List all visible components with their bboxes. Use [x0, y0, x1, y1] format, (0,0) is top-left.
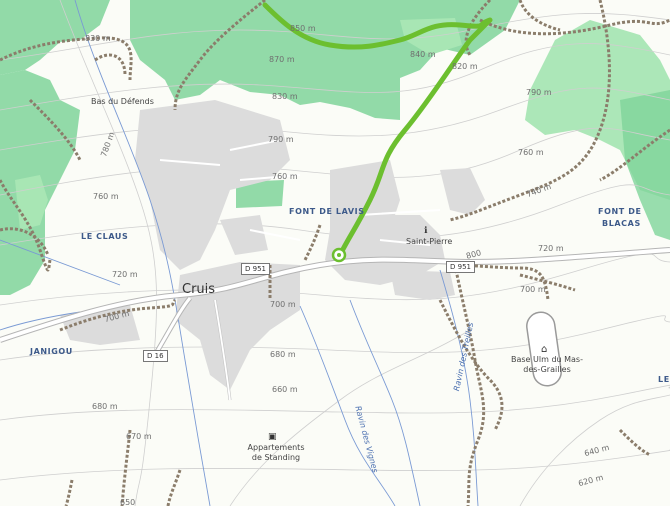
road-ref-badge[interactable]: D 951	[446, 261, 475, 273]
poi-label-line: Base Ulm du Mas-	[511, 355, 583, 364]
contour-label: 870 m	[269, 55, 295, 64]
locality-label[interactable]: FONT DE	[598, 207, 642, 216]
contour-label: 680 m	[92, 402, 118, 411]
poi-label-line: de Standing	[251, 453, 301, 462]
forest-patch-center	[236, 180, 284, 208]
bed-icon[interactable]: ▣	[268, 432, 277, 442]
poi-label[interactable]: Bas du Défends	[91, 97, 154, 106]
contour-label: 760 m	[272, 172, 298, 181]
locality-label[interactable]: FONT DE LAVIS	[289, 207, 365, 216]
poi-label[interactable]: Appartements de Standing	[243, 443, 309, 463]
contour-label: 790 m	[268, 135, 294, 144]
contour-label: 760 m	[518, 148, 544, 157]
contour-label: 650	[120, 498, 136, 506]
contour-label: 680 m	[270, 350, 296, 359]
contour-label: 830 m	[85, 34, 111, 43]
contour-label: 660 m	[272, 385, 298, 394]
airfield-strip	[526, 311, 562, 387]
poi-label-line: des-Grailles	[523, 365, 571, 374]
contour-label: 840 m	[410, 50, 436, 59]
locality-label[interactable]: BLACAS	[602, 219, 641, 228]
info-icon[interactable]: ℹ	[424, 226, 428, 236]
contour-label: 830 m	[272, 92, 298, 101]
forest-west-inner	[15, 175, 48, 230]
streams	[0, 0, 479, 506]
contour-label: 760 m	[93, 192, 119, 201]
airfield-icon[interactable]: ⌂	[541, 344, 548, 355]
road-ref-badge[interactable]: D 16	[143, 350, 168, 362]
route-line	[262, 2, 493, 258]
forest-north	[130, 0, 520, 120]
road-ref-badge[interactable]: D 951	[241, 263, 270, 275]
poi-label[interactable]: Saint-Pierre	[406, 237, 453, 246]
locality-label[interactable]: LE CLAUS	[81, 232, 129, 241]
contour-label: 720 m	[538, 244, 564, 253]
contour-label: 820 m	[452, 62, 478, 71]
locality-label[interactable]: JANIGOU	[30, 347, 73, 356]
contour-label: 670 m	[126, 432, 152, 441]
locality-label[interactable]: LE	[658, 375, 670, 384]
poi-label[interactable]: Base Ulm du Mas- des-Grailles	[508, 355, 586, 375]
poi-label-line: Appartements	[247, 443, 305, 452]
contour-label: 790 m	[526, 88, 552, 97]
roads	[0, 139, 670, 401]
contour-label: 700 m	[270, 300, 296, 309]
town-label[interactable]: Cruis	[182, 282, 216, 297]
contour-label: 720 m	[112, 270, 138, 279]
contour-label: 700 m	[520, 285, 546, 294]
forest-east-2	[620, 90, 670, 240]
contour-label: 850 m	[290, 24, 316, 33]
